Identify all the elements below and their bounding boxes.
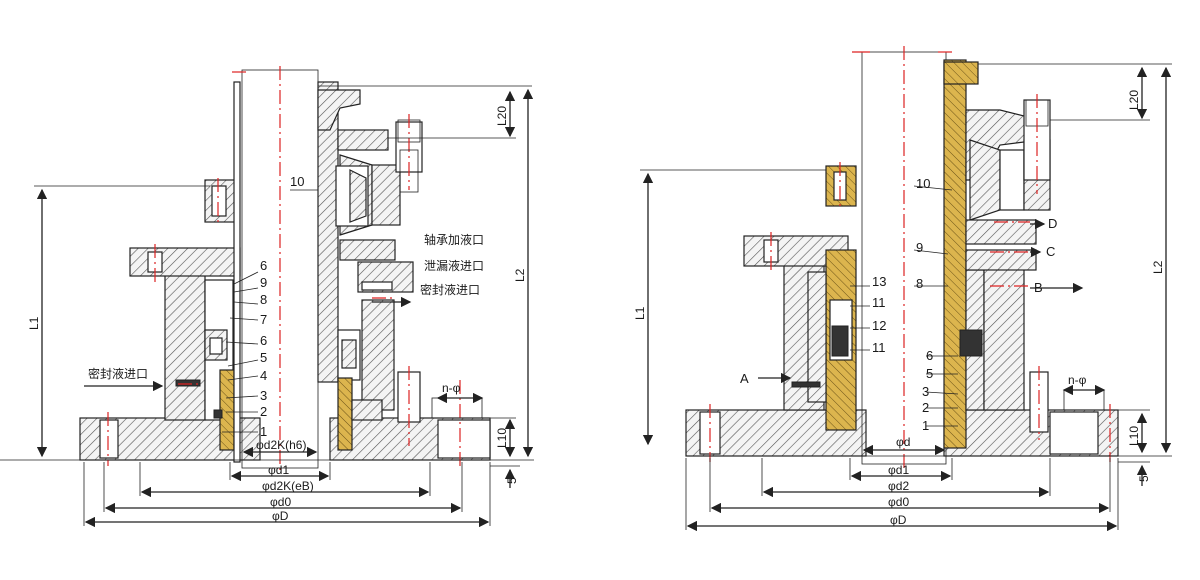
left-housing-body — [164, 271, 206, 421]
left-horizontal-dimensions: φd2K(h6) φd1 φd2K(eB) φd0 φD — [83, 438, 491, 528]
right-dim-L2: L2 — [1151, 260, 1165, 274]
left-part-5: 5 — [260, 350, 267, 365]
left-dim-L10: L10 — [495, 428, 509, 448]
right-dim-L20: L20 — [1127, 90, 1141, 110]
right-part-1: 1 — [922, 418, 929, 433]
right-dim-L10: L10 — [1127, 426, 1141, 446]
left-bearing-fill-port-label: 轴承加液口 — [424, 232, 484, 247]
right-part-9: 9 — [916, 240, 923, 255]
right-part-leaders — [850, 185, 959, 427]
right-part-11a: 11 — [872, 295, 886, 310]
right-dim-L1: L1 — [633, 306, 647, 320]
left-part-2: 2 — [260, 404, 267, 419]
right-part-3: 3 — [922, 384, 929, 399]
right-part-numbers: 13 11 12 11 10 9 8 6 5 3 2 1 — [872, 176, 933, 433]
right-part-10: 10 — [916, 176, 930, 191]
right-part-13: 13 — [872, 274, 886, 289]
right-dim-d1: φd1 — [888, 463, 909, 477]
right-part-11b: 11 — [872, 340, 886, 355]
right-dim-5: 5 — [1137, 475, 1151, 482]
left-seal-ring-right — [337, 377, 353, 451]
left-dim-L20: L20 — [495, 106, 509, 126]
left-part-7: 7 — [260, 312, 267, 327]
left-right-lower-housing — [361, 299, 395, 411]
right-port-D: D — [1048, 216, 1057, 231]
left-dim-d2k-h6: φd2K(h6) — [256, 438, 306, 452]
right-part-8: 8 — [916, 276, 923, 291]
left-dim-L1: L1 — [27, 316, 41, 330]
right-port-C: C — [1046, 244, 1055, 259]
left-dim-d2K-eB: φd2K(eB) — [262, 479, 314, 493]
right-port-B: B — [1034, 280, 1043, 295]
left-seal-assembly — [79, 66, 491, 472]
left-part-6b: 6 — [260, 333, 267, 348]
left-vertical-dimensions: L1 L2 L20 L10 5 n-φ — [0, 85, 534, 488]
left-part-leaders — [222, 189, 318, 433]
right-port-A: A — [740, 371, 749, 386]
left-right-housing — [317, 81, 339, 383]
left-upper-flange — [129, 247, 241, 277]
left-dim-d0: φd0 — [270, 495, 291, 509]
left-dim-5: 5 — [505, 477, 519, 484]
right-dim-D: φD — [890, 513, 907, 527]
right-seal-assembly — [685, 46, 1119, 470]
left-part-1: 1 — [260, 424, 267, 439]
right-part-5: 5 — [926, 366, 933, 381]
left-leak-inlet-label: 泄漏液进口 — [424, 258, 484, 273]
right-part-12: 12 — [872, 318, 886, 333]
right-part-6: 6 — [926, 348, 933, 363]
right-horizontal-dimensions: φd φd1 φd2 φd0 φD — [685, 435, 1119, 532]
left-part-9: 9 — [260, 275, 267, 290]
left-dim-L2: L2 — [513, 268, 527, 282]
right-dim-d0: φd0 — [888, 495, 909, 509]
left-dim-D: φD — [272, 509, 289, 523]
right-right-housing — [983, 259, 1025, 411]
left-part-8: 8 — [260, 292, 267, 307]
right-dim-d2: φd2 — [888, 479, 909, 493]
left-dim-d1: φd1 — [268, 463, 289, 477]
right-part-2: 2 — [922, 400, 929, 415]
left-part-10: 10 — [290, 174, 304, 189]
left-seal-inlet-left-label: 密封液进口 — [88, 366, 148, 381]
left-part-3: 3 — [260, 388, 267, 403]
left-part-6a: 6 — [260, 258, 267, 273]
left-seal-inlet-right-label: 密封液进口 — [420, 282, 480, 297]
left-part-4: 4 — [260, 368, 267, 383]
left-part-numbers: 10 6 9 8 7 6 5 4 3 2 1 — [260, 174, 304, 439]
left-dim-nphi: n-φ — [442, 381, 461, 395]
right-vertical-dimensions: L1 L2 L20 L10 5 n-φ — [633, 63, 1172, 486]
right-dim-nphi: n-φ — [1068, 373, 1087, 387]
right-dim-d: φd — [896, 435, 910, 449]
